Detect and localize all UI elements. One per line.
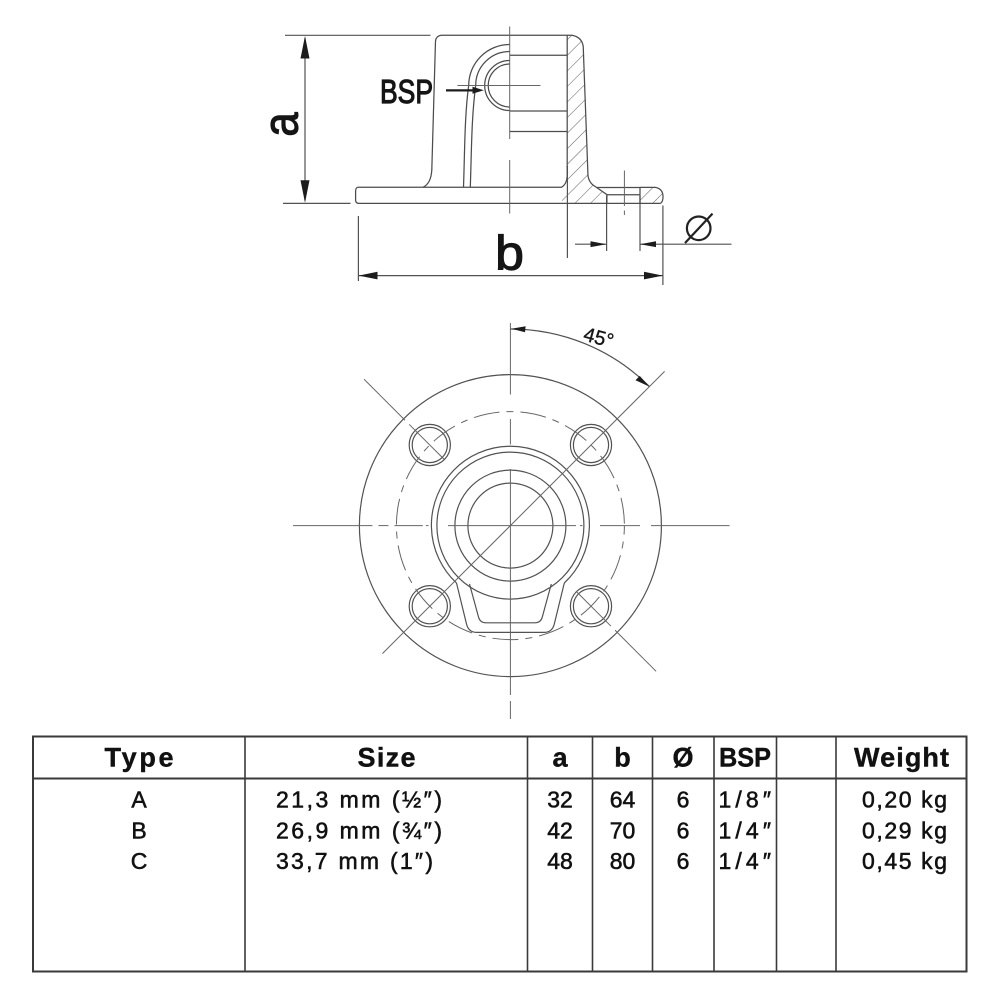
svg-text:42: 42	[547, 817, 573, 843]
svg-text:a: a	[253, 112, 308, 136]
svg-text:C: C	[131, 848, 148, 874]
svg-text:70: 70	[610, 817, 636, 843]
svg-text:Weight: Weight	[854, 742, 949, 772]
svg-text:0,20 kg: 0,20 kg	[862, 787, 947, 813]
svg-text:6: 6	[677, 848, 690, 874]
svg-text:33,7 mm (1″): 33,7 mm (1″)	[276, 848, 433, 874]
svg-text:b: b	[495, 226, 524, 280]
svg-text:BSP: BSP	[380, 73, 433, 110]
svg-text:A: A	[131, 787, 147, 813]
svg-text:0,45 kg: 0,45 kg	[862, 848, 947, 874]
svg-text:32: 32	[547, 787, 573, 813]
svg-text:Size: Size	[358, 742, 416, 772]
svg-text:Type: Type	[105, 742, 174, 772]
svg-text:48: 48	[547, 848, 573, 874]
svg-text:0,29 kg: 0,29 kg	[862, 817, 947, 843]
svg-text:6: 6	[677, 787, 690, 813]
svg-text:64: 64	[610, 787, 636, 813]
svg-text:b: b	[614, 742, 631, 772]
svg-text:80: 80	[610, 848, 636, 874]
svg-text:B: B	[131, 817, 146, 843]
svg-text:BSP: BSP	[719, 742, 771, 772]
svg-text:6: 6	[677, 817, 690, 843]
svg-text:a: a	[552, 742, 568, 772]
svg-text:Ø: Ø	[672, 742, 693, 772]
